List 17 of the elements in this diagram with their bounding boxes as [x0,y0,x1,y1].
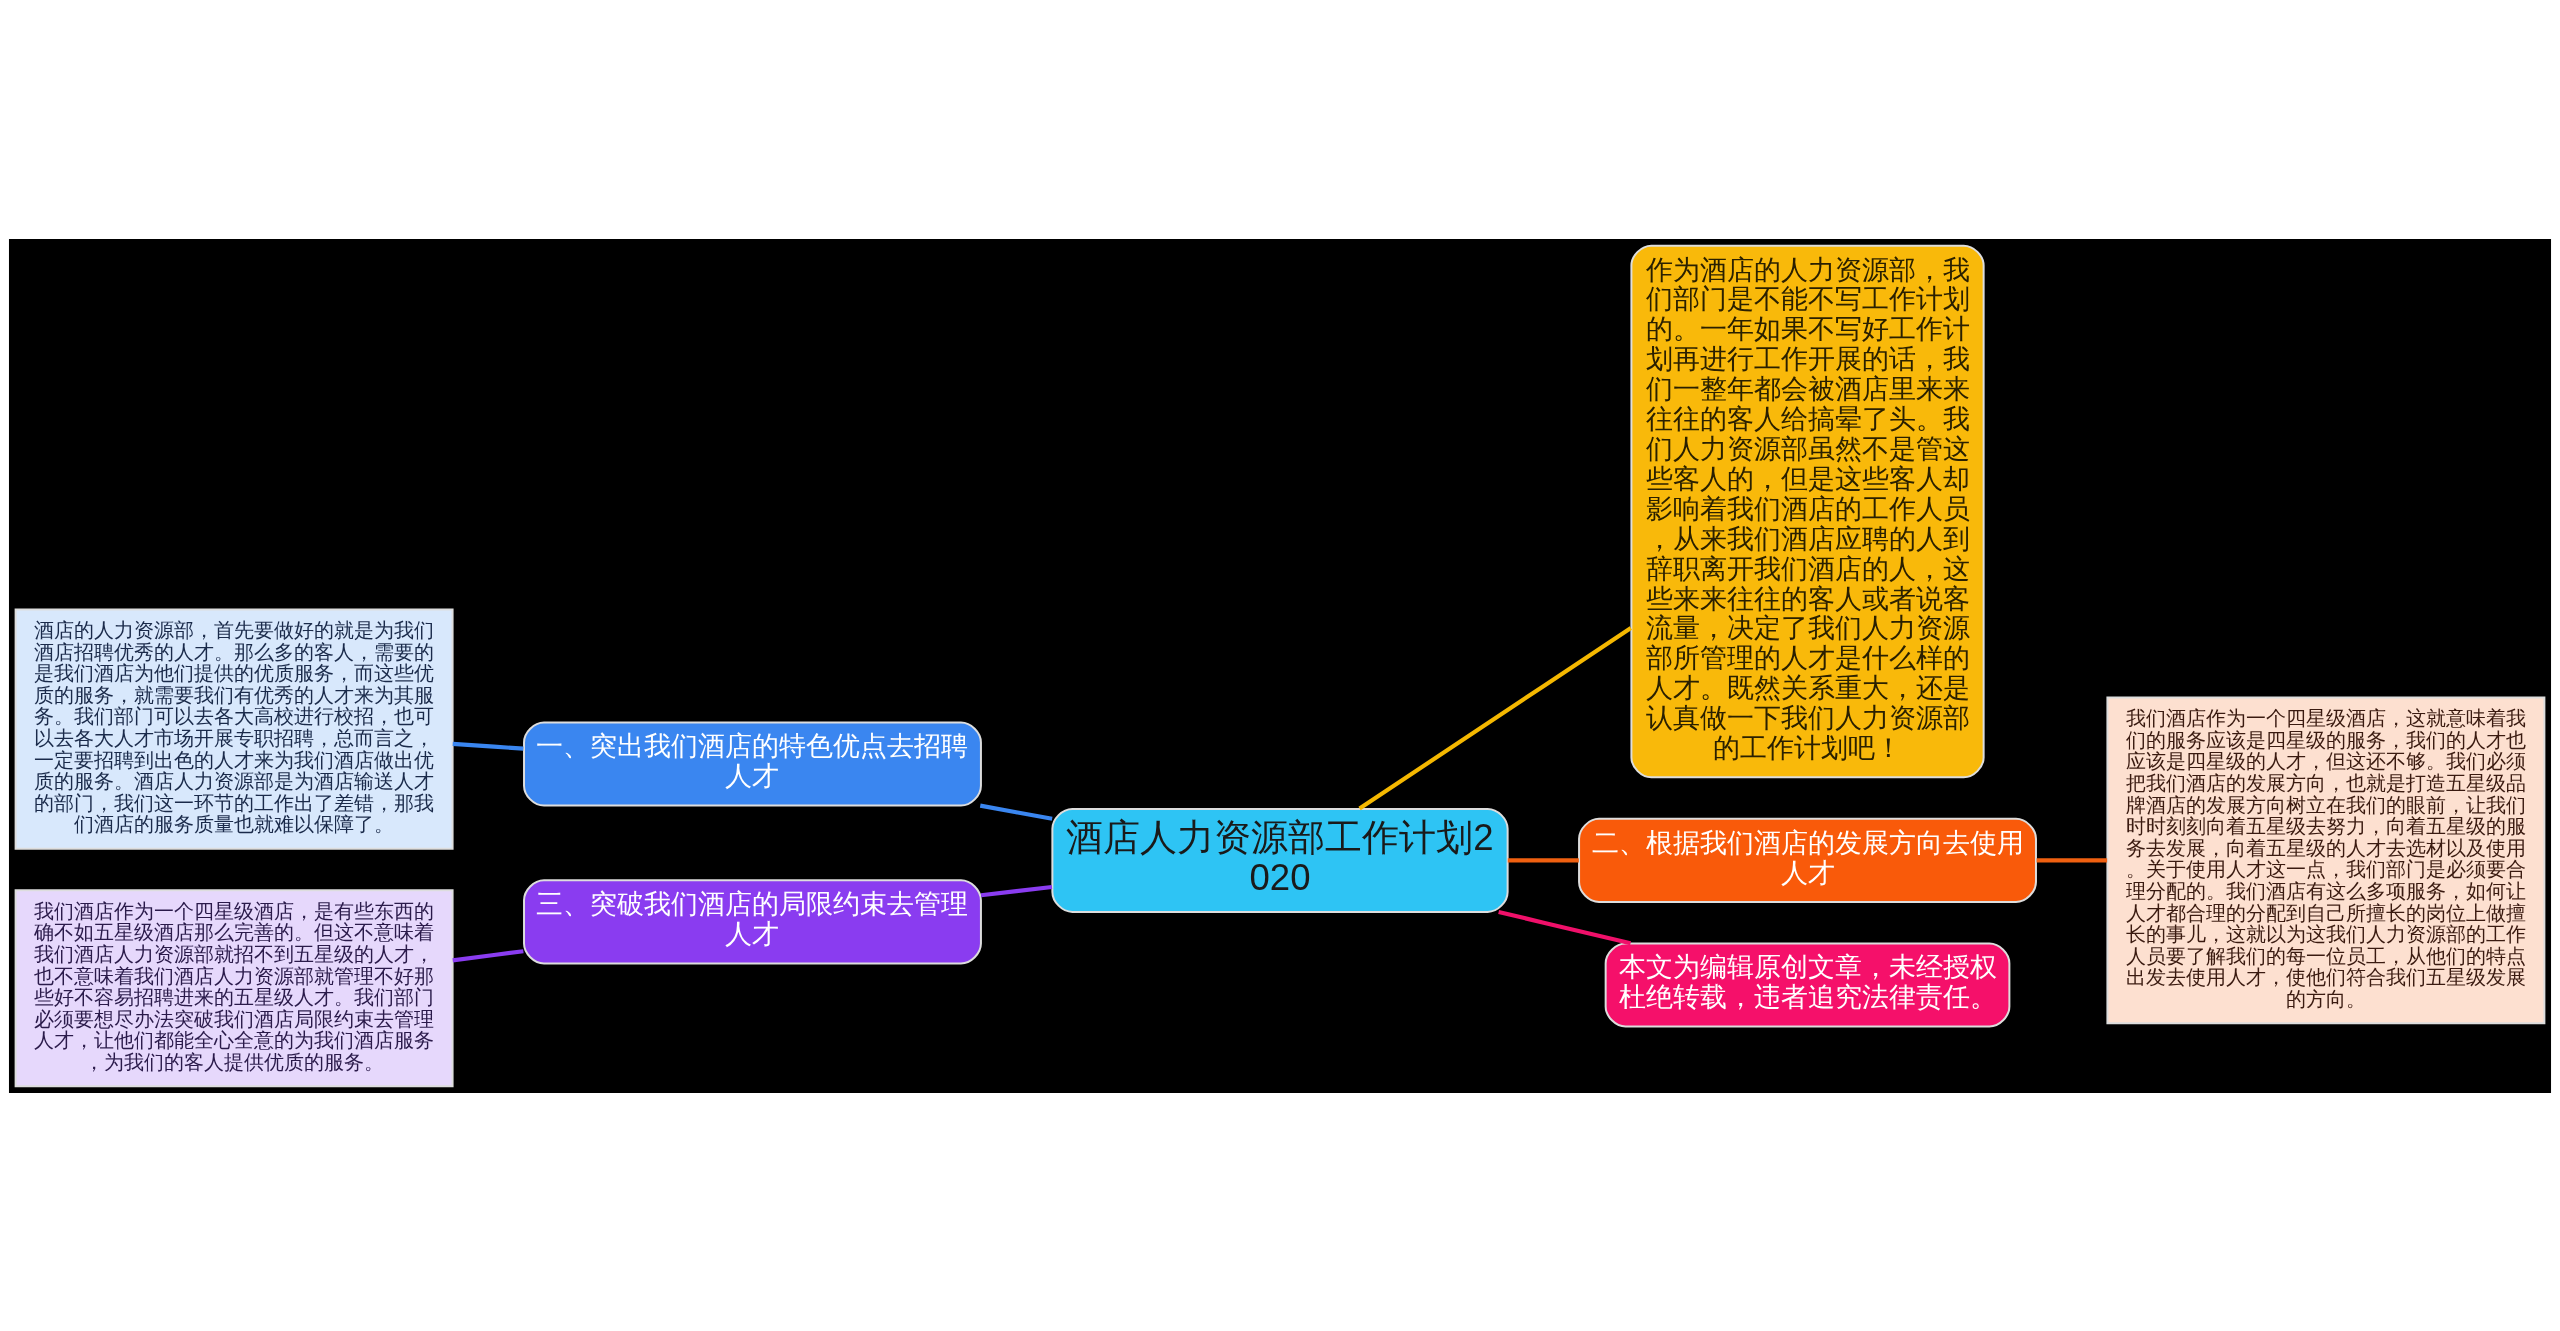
node-box: 酒店的人力资源部，首先要做好的就是为我们酒店招聘优秀的人才。那么多的客人，需要的是我们酒店为他们提供的优质服务，而这些优质的服务，就需要我们有优秀的人才来为其服务。我们部门可以去各大高校进行校招，也可以去各大人才市场开展专职招聘，总而言之，一定要招聘到出色的人才来为我们酒店做出优质的服务。酒店人力资源部是为酒店输送人才的部门，我们这一环节的工作出了差错，那我们酒店的服务质量也就难以保障了。 [14,608,454,850]
connector [452,741,524,751]
node-box: 我们酒店作为一个四星级酒店，这就意味着我们的服务应该是四星级的服务，我们的人才也应该是四星级的人才，但这还不够。我们必须把我们酒店的发展方向，也就是打造五星级品牌酒店的发展方向树立在我们的眼前，让我们时时刻刻向着五星级去努力，向着五星级的服务去发展，向着五星级的人才去选材以及使用。关于使用人才这一点，我们部门是必须要合理分配的。我们酒店有这么多项服务，如何让人才都合理的分配到自己所擅长的岗位上做擅长的事儿，这就以为这我们人力资源部的工作人员要了解我们的每一位员工，从他们的特点出发去使用人才，使他们符合我们五星级发展的方向。 [2106,696,2546,1024]
node-box: 一、突出我们酒店的特色优点去招聘人才 [523,721,982,807]
connector [452,948,524,962]
node-box: 本文为编辑原创文章，未经授权杜绝转载，违者追究法律责任。 [1604,941,2011,1028]
node-box: 三、突破我们酒店的局限约束去管理人才 [523,878,982,964]
node-box: 我们酒店作为一个四星级酒店，是有些东西的确不如五星级酒店那么完善的。但这不意味着我们酒店人力资源部就招不到五星级的人才，也不意味着我们酒店人力资源部就管理不好那些好不容易招聘进来的五星级人才。我们部门必须要想尽办法突破我们酒店局限约束去管理人才，让他们都能全心全意的为我们酒店服务，为我们的客人提供优质的服务。 [14,888,454,1087]
node-box: 作为酒店的人力资源部，我们部门是不能不写工作计划的。一年如果不写好工作计划再进行工作开展的话，我们一整年都会被酒店里来来往往的客人给搞晕了头。我们人力资源部虽然不是管这些客人的，但是这些客人却影响着我们酒店的工作人员，从来我们酒店应聘的人到辞职离开我们酒店的人，这些来来往往的客人或者说客流量，决定了我们人力资源部所管理的人才是什么样的人才。既然关系重大，还是认真做一下我们人力资源部的工作计划吧！ [1630,244,1985,778]
connector [980,884,1053,897]
connector [979,803,1053,821]
connector [2036,857,2108,862]
connector [1358,625,1633,810]
connector [1498,909,1632,945]
connector [1507,857,1579,862]
node-box: 二、根据我们酒店的发展方向去使用人才 [1578,817,2037,903]
node-box: 酒店人力资源部工作计划2020 [1051,807,1509,913]
